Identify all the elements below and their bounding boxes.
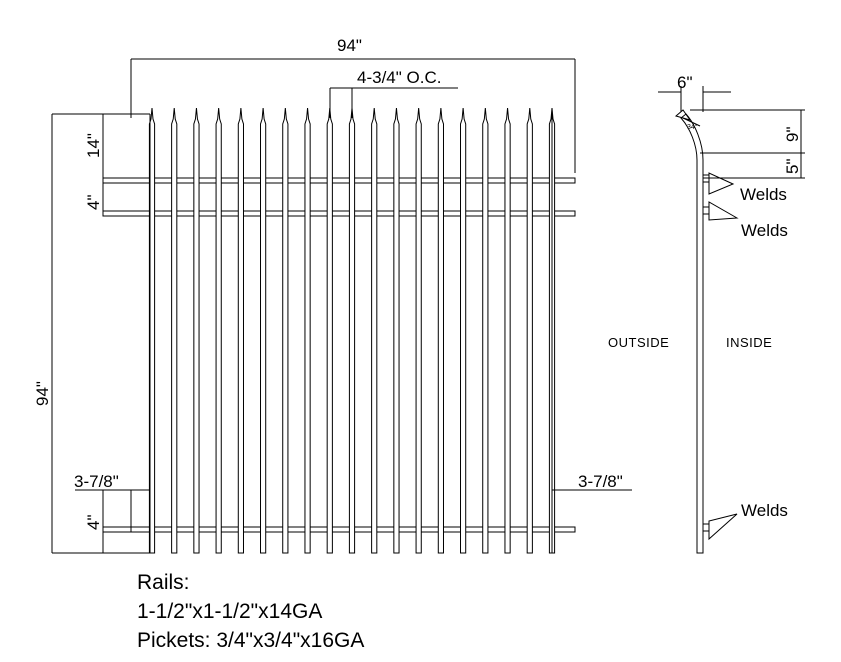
picket (415, 107, 422, 554)
overall-height-label: 94" (33, 381, 52, 406)
picket (237, 107, 244, 554)
bend-to-rail-label: 5" (783, 159, 802, 175)
front-view (51, 58, 632, 554)
bend-angle-label: 34° (687, 123, 698, 131)
weld-label-3: Welds (741, 501, 788, 520)
picket (437, 107, 444, 554)
side-rail-bottom (702, 523, 710, 532)
rails-heading: Rails: (137, 571, 190, 594)
outside-label: OUTSIDE (608, 335, 669, 350)
bend-offset-label: 6" (677, 73, 693, 92)
picket (171, 107, 178, 554)
side-view (658, 86, 805, 554)
pickets-spec: Pickets: 3/4"x3/4"x16GA (137, 629, 365, 652)
weld-arrow-1 (708, 172, 735, 195)
picket (504, 107, 511, 554)
side-picket (680, 113, 704, 554)
picket (260, 107, 267, 554)
picket (348, 107, 356, 554)
picket (482, 107, 489, 554)
pickets (148, 107, 556, 554)
picket-spacing-label: 4-3/4" O.C. (357, 68, 441, 87)
spear-height-label: 14" (84, 133, 103, 158)
top-gap-label: 4" (84, 195, 103, 211)
weld-arrow-3 (708, 513, 738, 541)
picket (460, 107, 467, 554)
picket (193, 107, 200, 554)
picket (526, 107, 533, 554)
inside-label: INSIDE (726, 335, 772, 350)
rails-size: 1-1/2"x1-1/2"x14GA (137, 600, 323, 623)
right-offset-label: 3-7/8" (578, 472, 623, 491)
angle-line (682, 117, 701, 127)
overall-width-label: 94" (337, 36, 362, 55)
weld-label-2: Welds (741, 221, 788, 240)
weld-label-1: Welds (740, 185, 787, 204)
material-specs: Rails: 1-1/2"x1-1/2"x14GA Pickets: 3/4"x… (137, 568, 364, 655)
picket (326, 107, 333, 554)
side-rail-middle (702, 206, 710, 215)
picket (304, 107, 311, 554)
picket (393, 107, 400, 554)
picket (282, 107, 289, 554)
picket (371, 107, 378, 554)
bottom-gap-label: 4" (84, 515, 103, 531)
picket (215, 107, 222, 554)
bend-height-label: 9" (783, 127, 802, 143)
weld-arrow-2 (708, 201, 739, 221)
left-offset-label: 3-7/8" (74, 472, 119, 491)
